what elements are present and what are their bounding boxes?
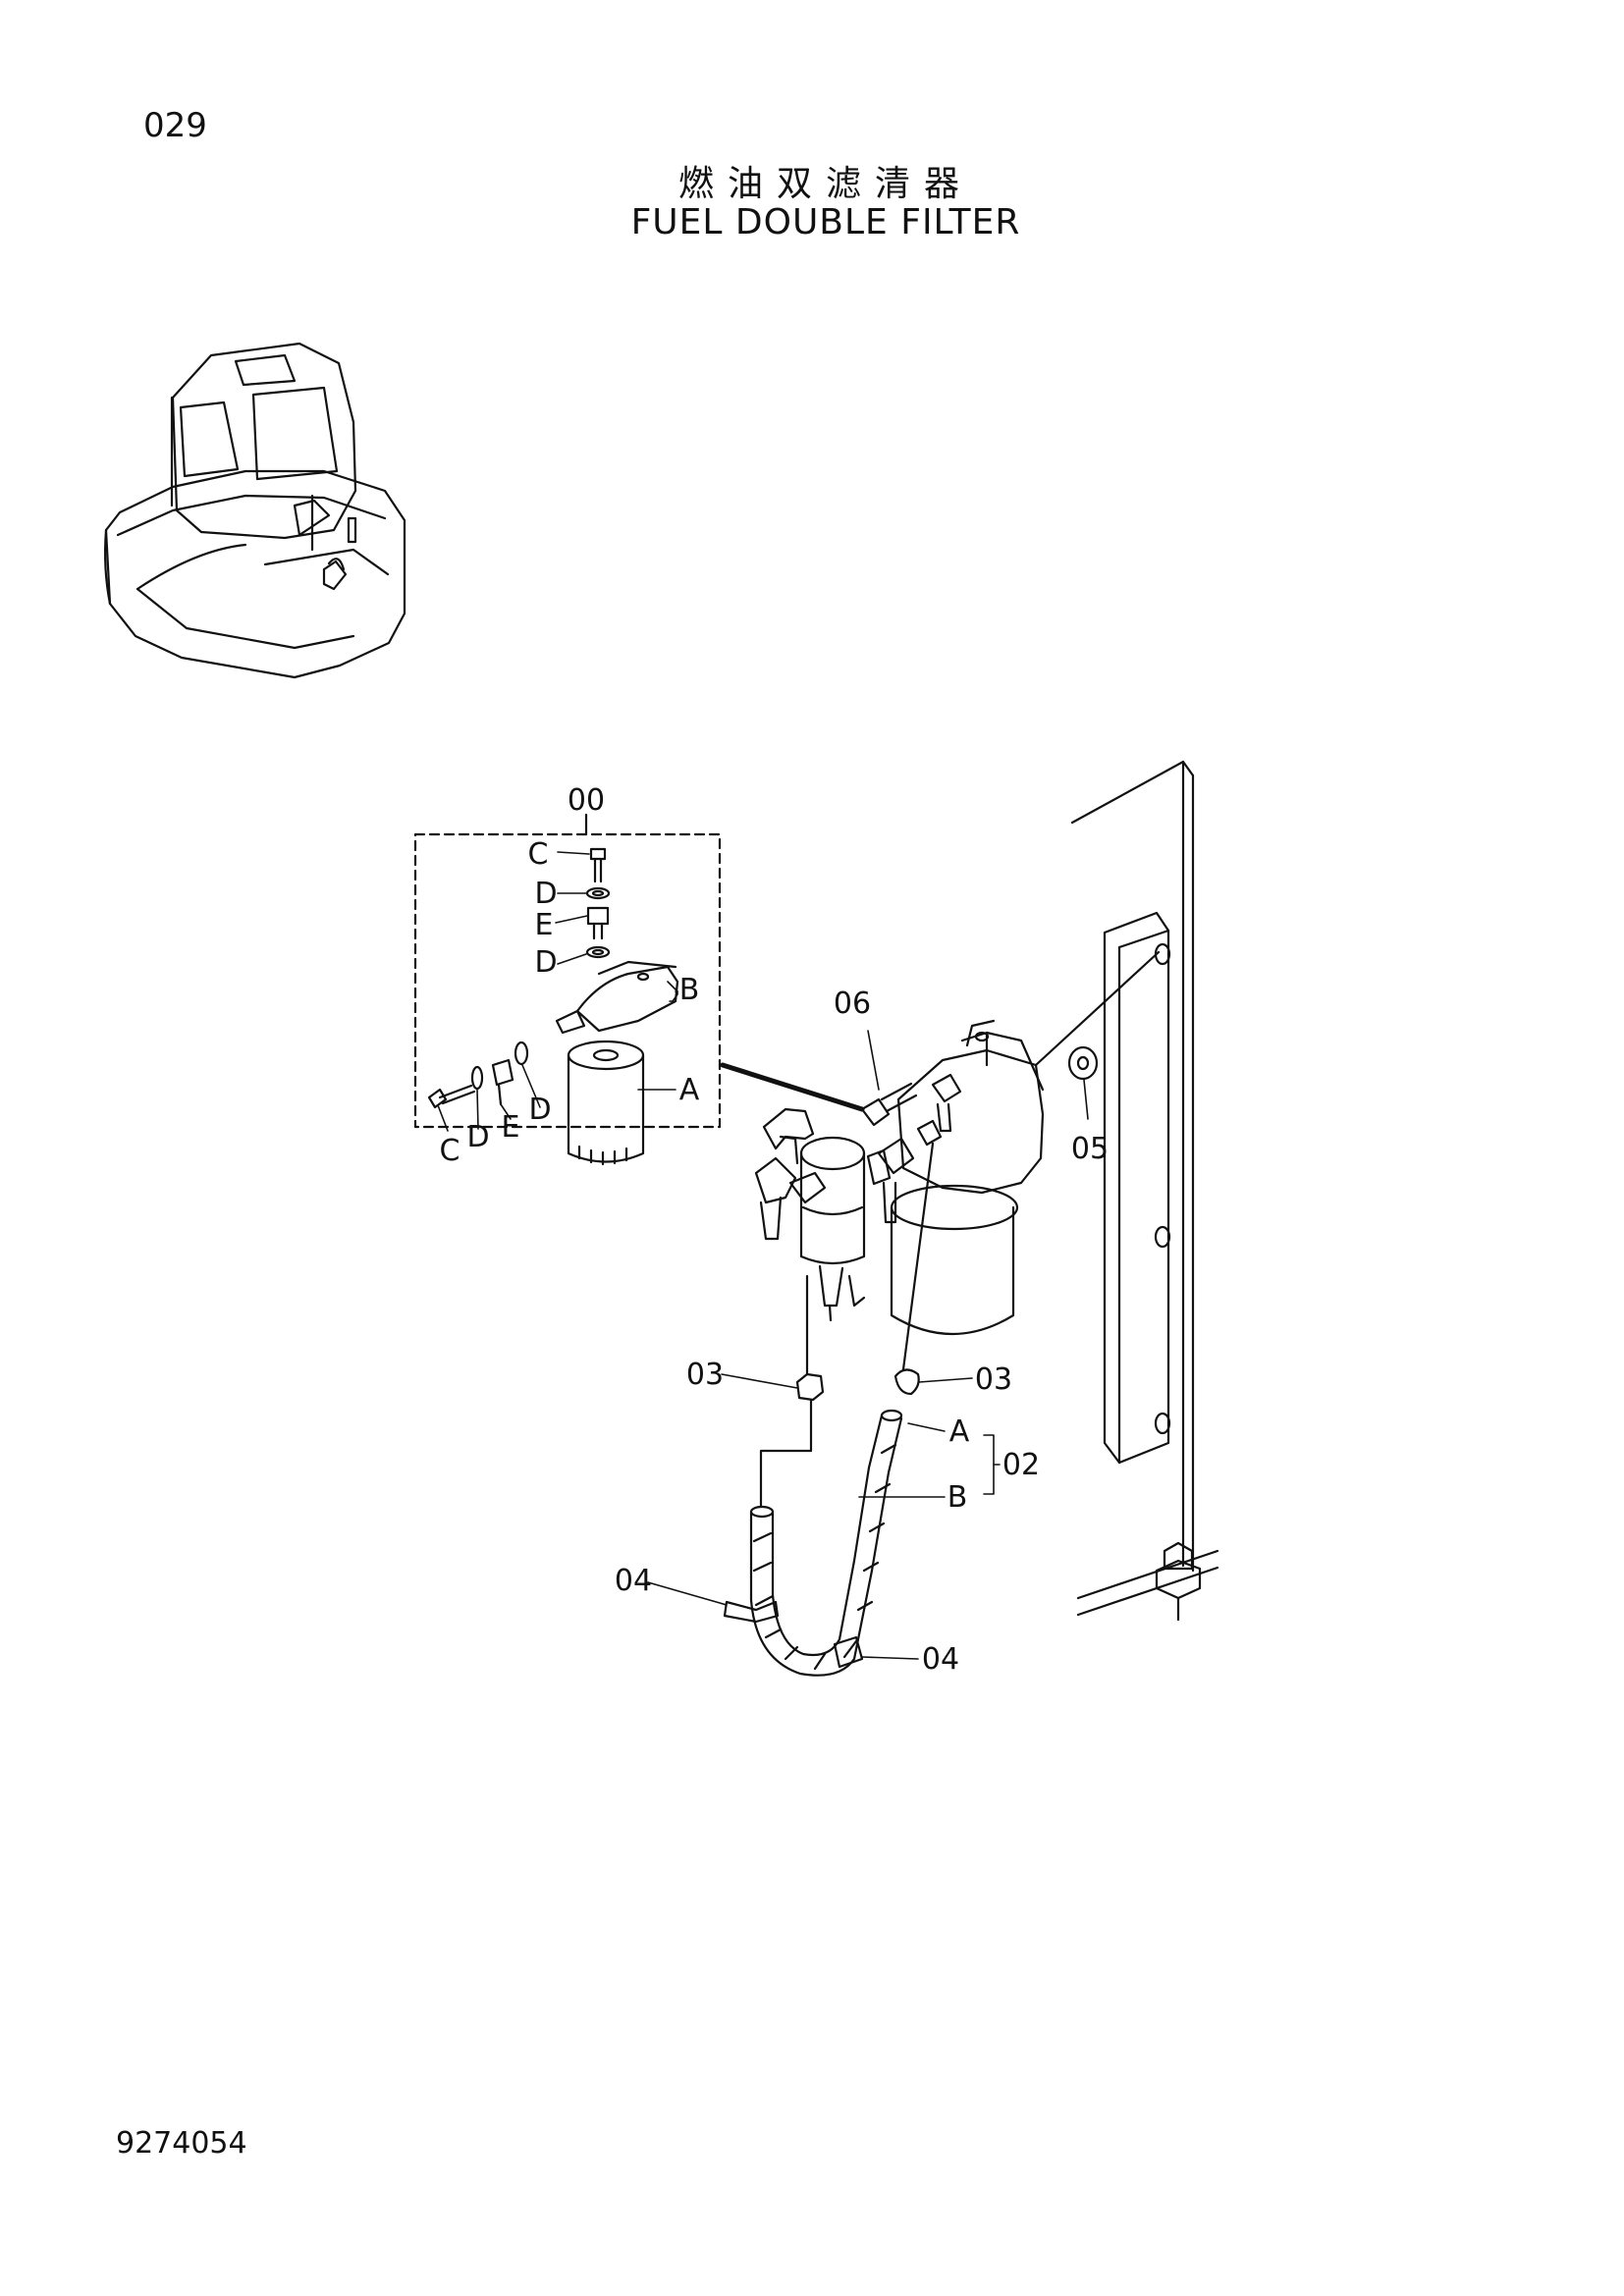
callout-hose: 02	[1002, 1448, 1040, 1482]
callout-band-left: 04	[615, 1564, 652, 1598]
callout-asm-c-bottom: C	[440, 1134, 460, 1168]
hose-clamps	[795, 1142, 935, 1402]
callout-assembly: 00	[568, 783, 605, 818]
callout-asm-b: B	[679, 973, 700, 1007]
callout-asm-d-3: D	[466, 1120, 489, 1154]
double-filter-assembly	[754, 950, 1161, 1336]
document-code: 9274054	[116, 2126, 247, 2161]
callout-bolt: 06	[834, 987, 871, 1021]
callout-asm-e-top: E	[535, 908, 554, 942]
title-english: FUEL DOUBLE FILTER	[630, 202, 1021, 242]
exploded-parts	[427, 847, 679, 1166]
assembly-box	[413, 813, 722, 1129]
callout-leaders	[437, 851, 1089, 1660]
title-chinese: 燃油双滤清器	[677, 164, 973, 204]
callout-asm-d-1: D	[534, 877, 557, 911]
callout-asm-e-bottom: E	[502, 1110, 520, 1145]
callout-labels: 00 C D E D B A C D E D 06 05 03 03 A B 0…	[440, 783, 1110, 1677]
callout-clamp-right: 03	[975, 1362, 1012, 1397]
callout-asm-d-2: D	[534, 945, 557, 980]
excavator-thumbnail	[104, 342, 406, 679]
fuel-hoses	[723, 1398, 903, 1677]
page-number: 029	[143, 106, 207, 145]
callout-asm-d-4: D	[528, 1093, 551, 1127]
frame-panel	[1067, 760, 1219, 1622]
callout-hose-a: A	[949, 1415, 970, 1449]
callout-hose-b: B	[947, 1480, 968, 1515]
callout-asm-c-top: C	[528, 837, 549, 872]
callout-asm-a: A	[679, 1073, 700, 1107]
callout-band-right: 04	[922, 1642, 959, 1677]
callout-washer: 05	[1071, 1132, 1109, 1166]
callout-clamp-left: 03	[686, 1358, 724, 1392]
